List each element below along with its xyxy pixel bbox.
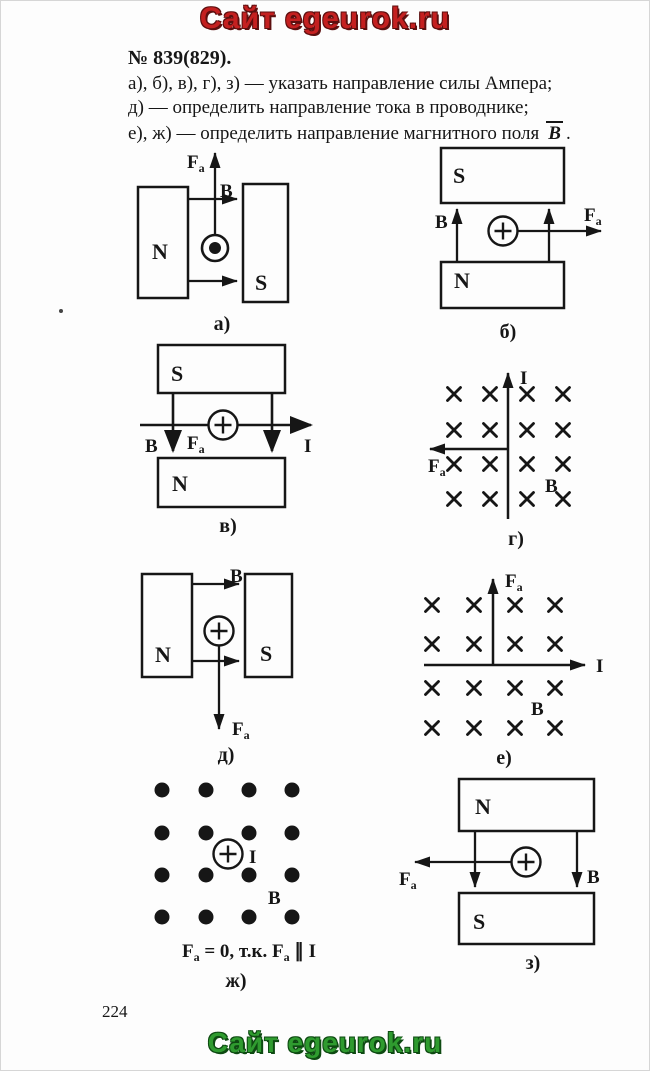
label-n: N (152, 239, 168, 264)
magnet-pole-n (156, 456, 287, 509)
current-into-page-icon (487, 215, 519, 247)
magnet-pole-s (156, 343, 287, 395)
problem-number: № 839(829). (128, 47, 232, 69)
footer-site-watermark: Сайт egeurok.ru (207, 1027, 443, 1058)
label-i: I (596, 656, 603, 677)
label-b: B (435, 212, 448, 233)
label-i: I (249, 847, 256, 868)
label-n: N (454, 268, 470, 293)
b-vector-symbol: B (546, 121, 563, 144)
label-b: B (587, 867, 600, 888)
label-b: B (268, 888, 281, 909)
label-s: S (473, 909, 485, 934)
magnet-pole-s (241, 182, 290, 304)
label-fa: Fa (399, 869, 417, 892)
label-b: B (545, 476, 558, 497)
label-s: S (171, 361, 183, 386)
diagram-b: S N B Fa б) (435, 146, 602, 343)
diagram-e: I Fa B е) (424, 571, 603, 769)
label-b: B (220, 181, 233, 202)
caption: а) (214, 313, 231, 335)
magnet-pole-s (439, 146, 566, 205)
label-i: I (520, 368, 527, 389)
magnet-pole-s (457, 891, 596, 946)
ink-speck (59, 309, 63, 313)
task-line-3-text: е), ж) — определить направление магнитно… (128, 123, 540, 144)
label-fa: Fa (187, 152, 205, 175)
label-fa: Fa (187, 433, 205, 456)
diagram-a: N S B Fa а) (136, 152, 290, 335)
diagram-zh: I B Fa = 0, т.к. Fa ∥ I ж) (154, 782, 316, 992)
caption: е) (496, 747, 512, 769)
magnet-pole-n (140, 572, 194, 679)
page-number: 224 (102, 1002, 128, 1021)
caption: з) (526, 952, 541, 974)
label-fa: Fa (505, 571, 523, 594)
magnet-pole-n (457, 777, 596, 833)
caption: ж) (225, 970, 246, 992)
diagram-g: I Fa B г) (428, 368, 571, 550)
label-b: B (230, 566, 243, 587)
diagram-d: N S B Fa д) (140, 566, 294, 766)
current-out-of-page-icon (200, 233, 230, 263)
caption: г) (508, 528, 524, 550)
magnet-pole-n (439, 260, 566, 310)
current-into-page-icon (207, 409, 239, 441)
label-n: N (155, 642, 171, 667)
label-i: I (304, 436, 311, 457)
header-site-watermark: Сайт egeurok.ru (199, 2, 451, 35)
label-b: B (145, 436, 158, 457)
diagram-v: S N B Fa I в) (140, 343, 313, 537)
label-b: B (531, 699, 544, 720)
caption: б) (500, 321, 517, 343)
task-line-1: а), б), в), г), з) — указать направление… (128, 73, 553, 94)
label-fa: Fa (232, 719, 250, 742)
current-into-page-icon (510, 846, 542, 878)
current-into-page-icon (203, 615, 235, 647)
caption: в) (219, 515, 236, 537)
label-s: S (255, 270, 267, 295)
magnet-pole-n (136, 185, 190, 300)
label-s: S (260, 641, 272, 666)
label-n: N (475, 794, 491, 819)
current-into-page-icon (212, 838, 244, 870)
diagram-z: N S B Fa з) (399, 777, 600, 974)
label-s: S (453, 163, 465, 188)
task-line-3-period: . (565, 123, 571, 144)
magnet-pole-s (243, 572, 294, 679)
task-line-2: д) — определить направление тока в прово… (128, 97, 529, 118)
label-fa: Fa (584, 205, 602, 228)
label-n: N (172, 471, 188, 496)
label-fa: Fa (428, 456, 446, 479)
answer-formula: Fa = 0, т.к. Fa ∥ I (182, 941, 316, 964)
task-line-3: е), ж) — определить направление магнитно… (128, 121, 571, 145)
caption: д) (218, 744, 235, 766)
